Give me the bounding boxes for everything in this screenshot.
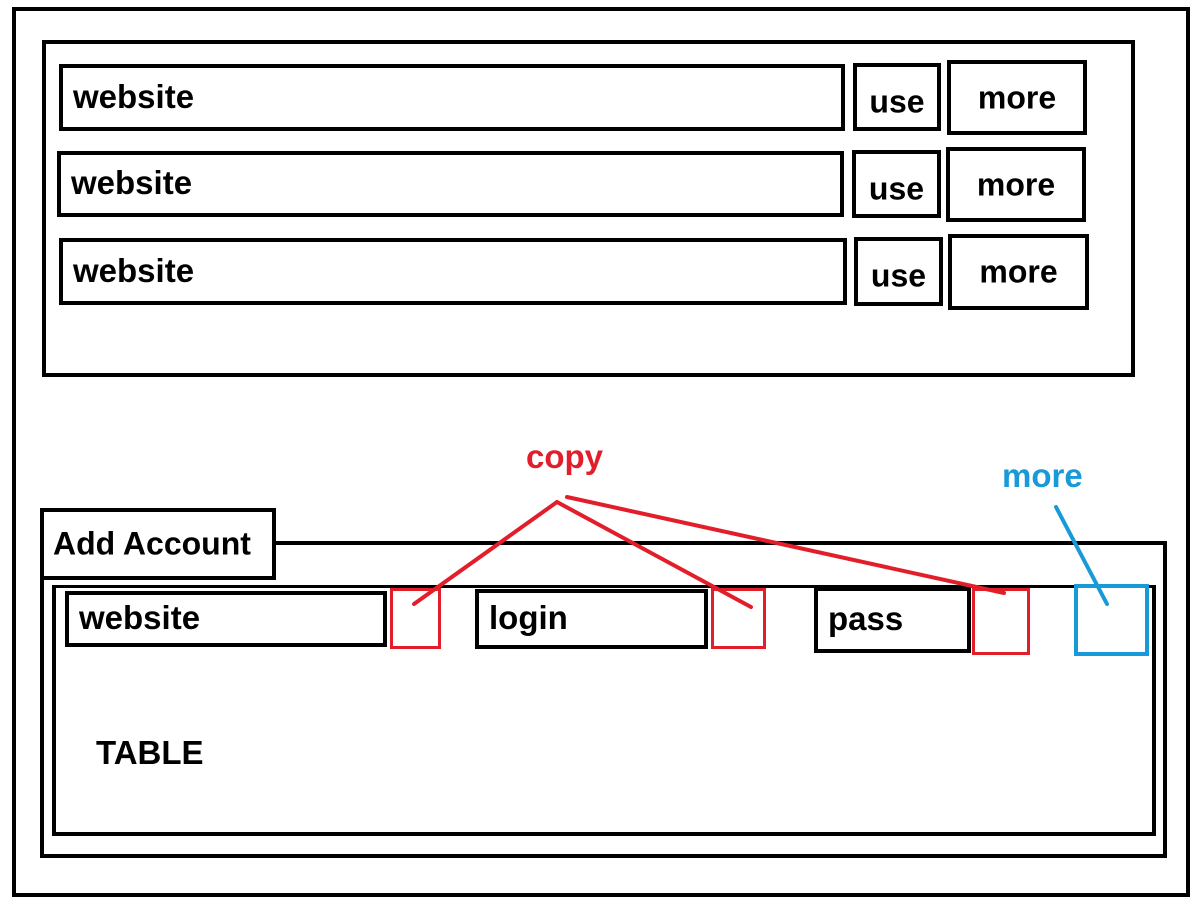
site-row-website-label: website (73, 251, 195, 289)
site-row-website-field[interactable]: website (57, 151, 844, 217)
more-button[interactable]: more (946, 147, 1086, 222)
row-more-button[interactable] (1074, 584, 1149, 656)
login-field[interactable]: login (475, 589, 708, 649)
copy-annotation-label: copy (526, 438, 604, 475)
copy-website-button[interactable] (390, 588, 441, 649)
add-account-tab-label: Add Account (53, 525, 251, 562)
pass-field-label: pass (828, 600, 904, 638)
pass-field[interactable]: pass (814, 587, 971, 653)
app-window (12, 7, 1190, 897)
use-button[interactable]: use (854, 237, 943, 306)
website-field-label: website (79, 599, 201, 637)
use-button[interactable]: use (852, 150, 941, 218)
use-button-label: use (870, 257, 927, 294)
copy-pass-button[interactable] (972, 588, 1030, 655)
site-row-website-field[interactable]: website (59, 238, 847, 305)
more-button-label: more (976, 166, 1056, 202)
site-row-website-label: website (71, 164, 193, 202)
site-row-website-field[interactable]: website (59, 64, 845, 131)
use-button[interactable]: use (853, 63, 941, 131)
site-list-panel (42, 40, 1135, 377)
website-field[interactable]: website (65, 591, 387, 647)
site-row-website-label: website (73, 77, 195, 115)
more-button[interactable]: more (948, 234, 1089, 310)
add-account-tab[interactable]: Add Account (40, 508, 276, 580)
use-button-label: use (868, 170, 925, 207)
login-field-label: login (489, 599, 568, 637)
use-button-label: use (869, 83, 925, 120)
more-button-label: more (977, 79, 1057, 115)
copy-login-button[interactable] (711, 588, 766, 649)
more-button-label: more (979, 253, 1058, 290)
more-annotation-label: more (1002, 457, 1083, 494)
table-placeholder-label: TABLE (96, 734, 204, 771)
more-button[interactable]: more (947, 60, 1087, 135)
